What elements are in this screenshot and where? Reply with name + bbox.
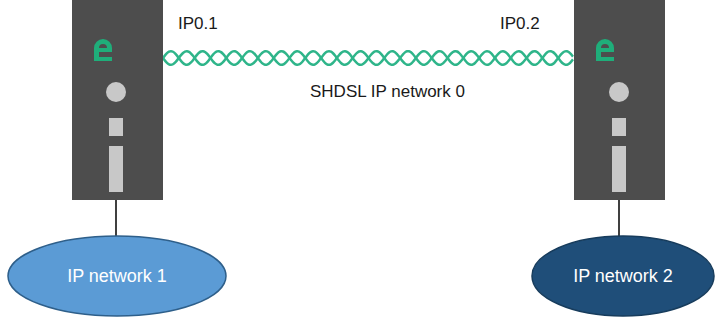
- twisted-pair: [163, 51, 573, 65]
- wire-strand: [163, 51, 573, 65]
- interface-address: IP0.2: [500, 14, 540, 34]
- shdsl-device: [574, 0, 665, 200]
- network-wire: [618, 200, 620, 240]
- wire-strand: [163, 51, 573, 65]
- shdsl-device: [72, 0, 163, 200]
- network-ellipse: IP network 2: [531, 235, 715, 317]
- network-wire: [115, 200, 117, 240]
- interface-address: IP0.1: [178, 14, 218, 34]
- network-label: SHDSL IP network 0: [310, 82, 465, 102]
- network-name: IP network 1: [67, 266, 167, 287]
- network-name: IP network 2: [573, 266, 673, 287]
- network-ellipse: IP network 1: [7, 235, 227, 317]
